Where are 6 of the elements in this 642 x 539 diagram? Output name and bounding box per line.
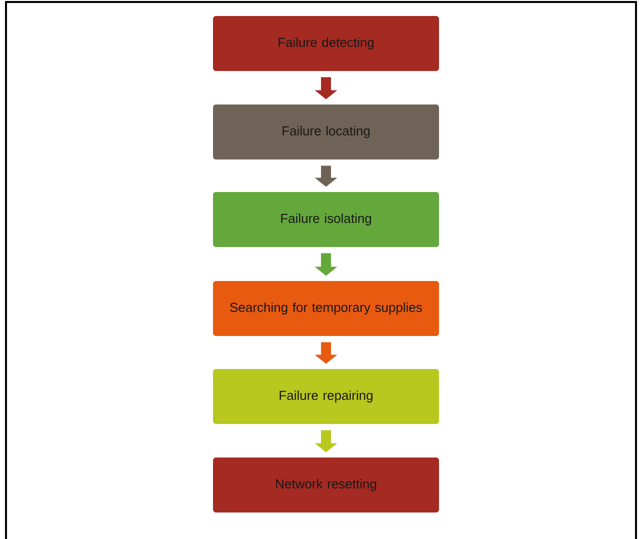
process-box: Failure detecting: [213, 16, 439, 71]
process-box: Failure repairing: [213, 369, 439, 424]
process-box: Failure isolating: [213, 192, 439, 247]
process-box: Searching for temporary supplies: [213, 281, 439, 336]
process-box: Failure locating: [213, 104, 439, 160]
process-box: Network resetting: [213, 458, 439, 512]
